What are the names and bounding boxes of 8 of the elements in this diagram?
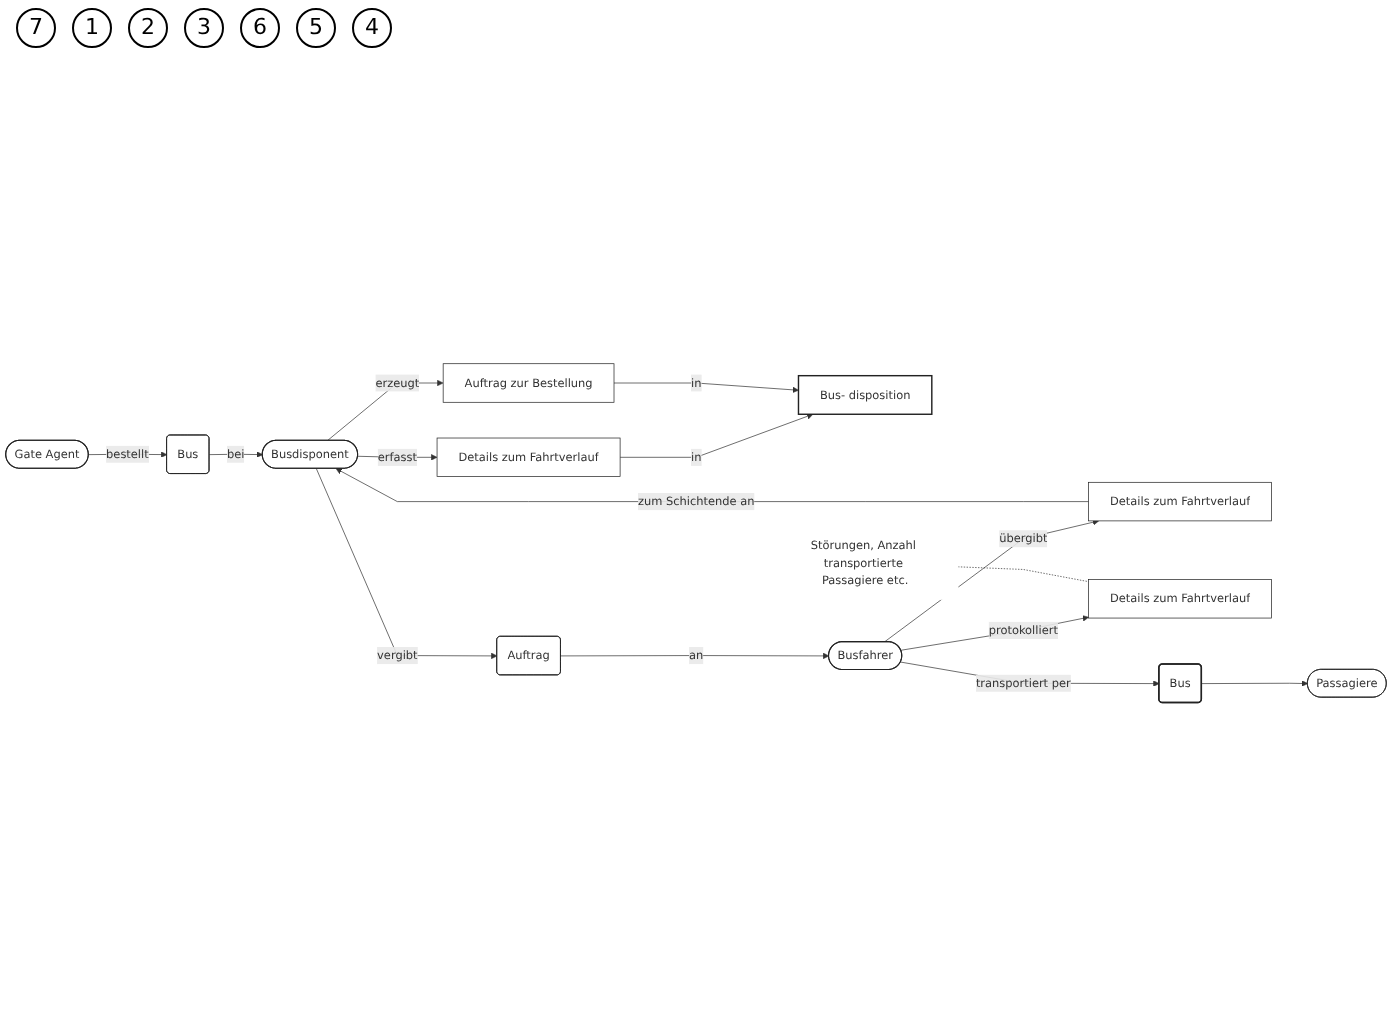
connector — [957, 567, 1089, 583]
step-number: 7 — [16, 8, 56, 48]
step-number: 2 — [128, 8, 168, 48]
step-number: 3 — [184, 8, 224, 48]
step-number: 1 — [72, 8, 112, 48]
step-number: 5 — [296, 8, 336, 48]
step-number: 4 — [352, 8, 392, 48]
step-number: 6 — [240, 8, 280, 48]
